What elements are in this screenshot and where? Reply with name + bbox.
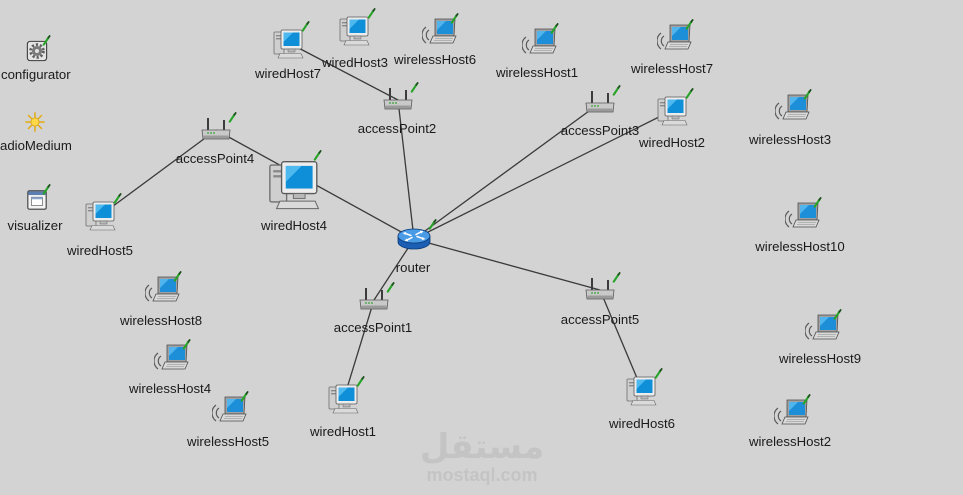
status-indicator-icon bbox=[356, 376, 365, 387]
node-label: wirelessHost9 bbox=[778, 351, 861, 366]
node-label: wirelessHost1 bbox=[495, 65, 578, 80]
node-label: accessPoint2 bbox=[358, 121, 436, 136]
watermark-arabic-text: مستقل bbox=[420, 427, 544, 467]
node-access-point-3[interactable]: accessPoint3 bbox=[561, 85, 639, 138]
router-icon bbox=[397, 228, 431, 250]
node-label: accessPoint5 bbox=[561, 312, 639, 327]
node-wireless-host-9[interactable]: wirelessHost9 bbox=[778, 309, 861, 366]
node-label: accessPoint1 bbox=[334, 320, 412, 335]
node-label: wiredHost1 bbox=[309, 424, 376, 439]
node-wired-host-7[interactable]: wiredHost7 bbox=[254, 21, 321, 81]
link-line bbox=[413, 109, 674, 240]
desktop-computer-icon bbox=[626, 376, 657, 406]
desktop-computer-icon bbox=[269, 160, 320, 210]
node-wireless-host-5[interactable]: wirelessHost5 bbox=[186, 391, 269, 449]
node-wireless-host-7[interactable]: wirelessHost7 bbox=[630, 19, 713, 76]
status-indicator-icon bbox=[367, 8, 376, 19]
node-wireless-host-3[interactable]: wirelessHost3 bbox=[748, 89, 831, 147]
node-label: wirelessHost2 bbox=[748, 434, 831, 449]
link-line bbox=[288, 42, 399, 101]
node-label: wiredHost2 bbox=[638, 135, 705, 150]
node-wireless-host-2[interactable]: wirelessHost2 bbox=[748, 394, 831, 449]
access-point-icon bbox=[359, 287, 389, 310]
node-access-point-5[interactable]: accessPoint5 bbox=[561, 272, 639, 327]
node-wired-host-4[interactable]: wiredHost4 bbox=[260, 150, 327, 233]
node-access-point-2[interactable]: accessPoint2 bbox=[358, 82, 436, 136]
status-indicator-icon bbox=[313, 150, 322, 161]
node-wireless-host-10[interactable]: wirelessHost10 bbox=[754, 197, 845, 254]
module-label: configurator bbox=[1, 67, 71, 82]
access-point-icon bbox=[383, 87, 413, 110]
node-label: wiredHost7 bbox=[254, 66, 321, 81]
node-label: accessPoint3 bbox=[561, 123, 639, 138]
access-point-icon bbox=[201, 117, 231, 140]
node-label: accessPoint4 bbox=[176, 151, 254, 166]
module-radio-medium[interactable]: adioMedium bbox=[0, 112, 72, 153]
node-wired-host-3[interactable]: wiredHost3 bbox=[321, 8, 388, 70]
node-wireless-host-1[interactable]: wirelessHost1 bbox=[495, 23, 578, 80]
status-indicator-icon bbox=[42, 184, 51, 195]
node-label: wirelessHost4 bbox=[128, 381, 211, 396]
status-indicator-icon bbox=[410, 82, 419, 93]
status-indicator-icon bbox=[685, 88, 694, 99]
status-indicator-icon bbox=[612, 85, 621, 96]
desktop-computer-icon bbox=[273, 29, 304, 59]
status-indicator-icon bbox=[301, 21, 310, 32]
desktop-computer-icon bbox=[339, 16, 370, 46]
node-router[interactable]: router bbox=[396, 219, 437, 275]
desktop-computer-icon bbox=[328, 384, 359, 414]
link-line bbox=[373, 238, 415, 301]
module-label: visualizer bbox=[8, 218, 64, 233]
desktop-computer-icon bbox=[85, 201, 116, 231]
desktop-computer-icon bbox=[657, 96, 688, 126]
node-wired-host-2[interactable]: wiredHost2 bbox=[638, 88, 705, 150]
node-label: wirelessHost7 bbox=[630, 61, 713, 76]
node-wireless-host-4[interactable]: wirelessHost4 bbox=[128, 339, 211, 396]
node-wireless-host-6[interactable]: wirelessHost6 bbox=[393, 13, 476, 67]
status-indicator-icon bbox=[612, 272, 621, 283]
node-access-point-4[interactable]: accessPoint4 bbox=[176, 112, 254, 166]
node-label: wiredHost4 bbox=[260, 218, 327, 233]
link-line bbox=[100, 129, 217, 216]
node-label: wirelessHost8 bbox=[119, 313, 202, 328]
status-indicator-icon bbox=[228, 112, 237, 123]
node-label: router bbox=[396, 260, 431, 275]
module-visualizer[interactable]: visualizer bbox=[8, 184, 64, 233]
link-line bbox=[599, 289, 643, 391]
link-line bbox=[343, 299, 375, 399]
status-indicator-icon bbox=[386, 282, 395, 293]
node-access-point-1[interactable]: accessPoint1 bbox=[334, 282, 412, 335]
node-label: wiredHost5 bbox=[66, 243, 133, 258]
watermark-latin-text: mostaql.com bbox=[426, 465, 537, 485]
node-wired-host-6[interactable]: wiredHost6 bbox=[608, 368, 675, 431]
watermark: مستقل mostaql.com bbox=[420, 427, 544, 485]
node-wireless-host-8[interactable]: wirelessHost8 bbox=[119, 271, 202, 328]
link-line bbox=[413, 102, 601, 240]
access-point-icon bbox=[585, 90, 615, 113]
node-label: wirelessHost5 bbox=[186, 434, 269, 449]
link-line bbox=[413, 238, 601, 291]
node-label: wiredHost3 bbox=[321, 55, 388, 70]
status-indicator-icon bbox=[654, 368, 663, 379]
module-label: adioMedium bbox=[0, 138, 72, 153]
node-label: wirelessHost10 bbox=[754, 239, 844, 254]
node-label: wirelessHost6 bbox=[393, 52, 476, 67]
node-label: wirelessHost3 bbox=[748, 132, 831, 147]
node-wired-host-5[interactable]: wiredHost5 bbox=[66, 193, 133, 258]
link-line bbox=[397, 99, 415, 240]
node-wired-host-1[interactable]: wiredHost1 bbox=[309, 376, 376, 439]
node-label: wiredHost6 bbox=[608, 416, 675, 431]
access-point-icon bbox=[585, 277, 615, 300]
module-configurator[interactable]: configurator bbox=[1, 35, 71, 82]
sun-icon bbox=[25, 112, 45, 132]
